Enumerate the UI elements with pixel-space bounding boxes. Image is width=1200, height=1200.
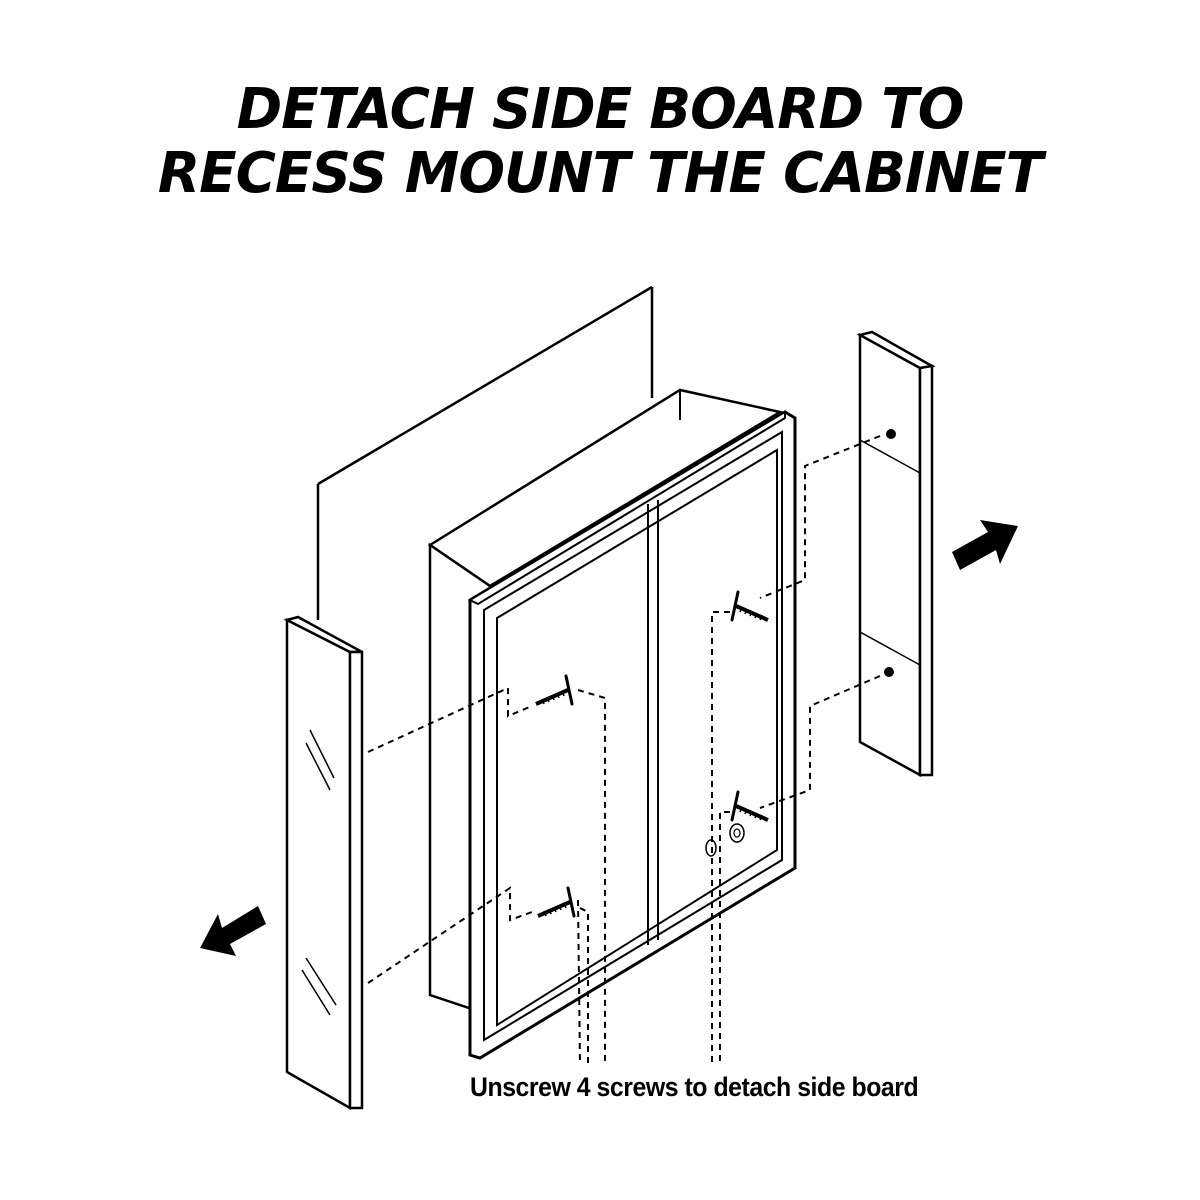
door-knob-icon <box>705 823 745 857</box>
left-side-board <box>283 615 364 1111</box>
title-line-2: RECESS MOUNT THE CABINET <box>157 141 1043 206</box>
wall-panel <box>316 285 654 620</box>
arrow-right-icon <box>952 520 1018 570</box>
dashed-guides <box>367 435 881 1066</box>
instruction-caption: Unscrew 4 screws to detach side board <box>470 1072 919 1102</box>
right-side-board <box>856 330 936 778</box>
title-line-1: DETACH SIDE BOARD TO <box>236 77 965 142</box>
mirror-door-frame <box>467 410 797 1060</box>
arrow-left-icon <box>200 906 266 956</box>
instruction-title: DETACH SIDE BOARD TO RECESS MOUNT THE CA… <box>12 78 1188 206</box>
